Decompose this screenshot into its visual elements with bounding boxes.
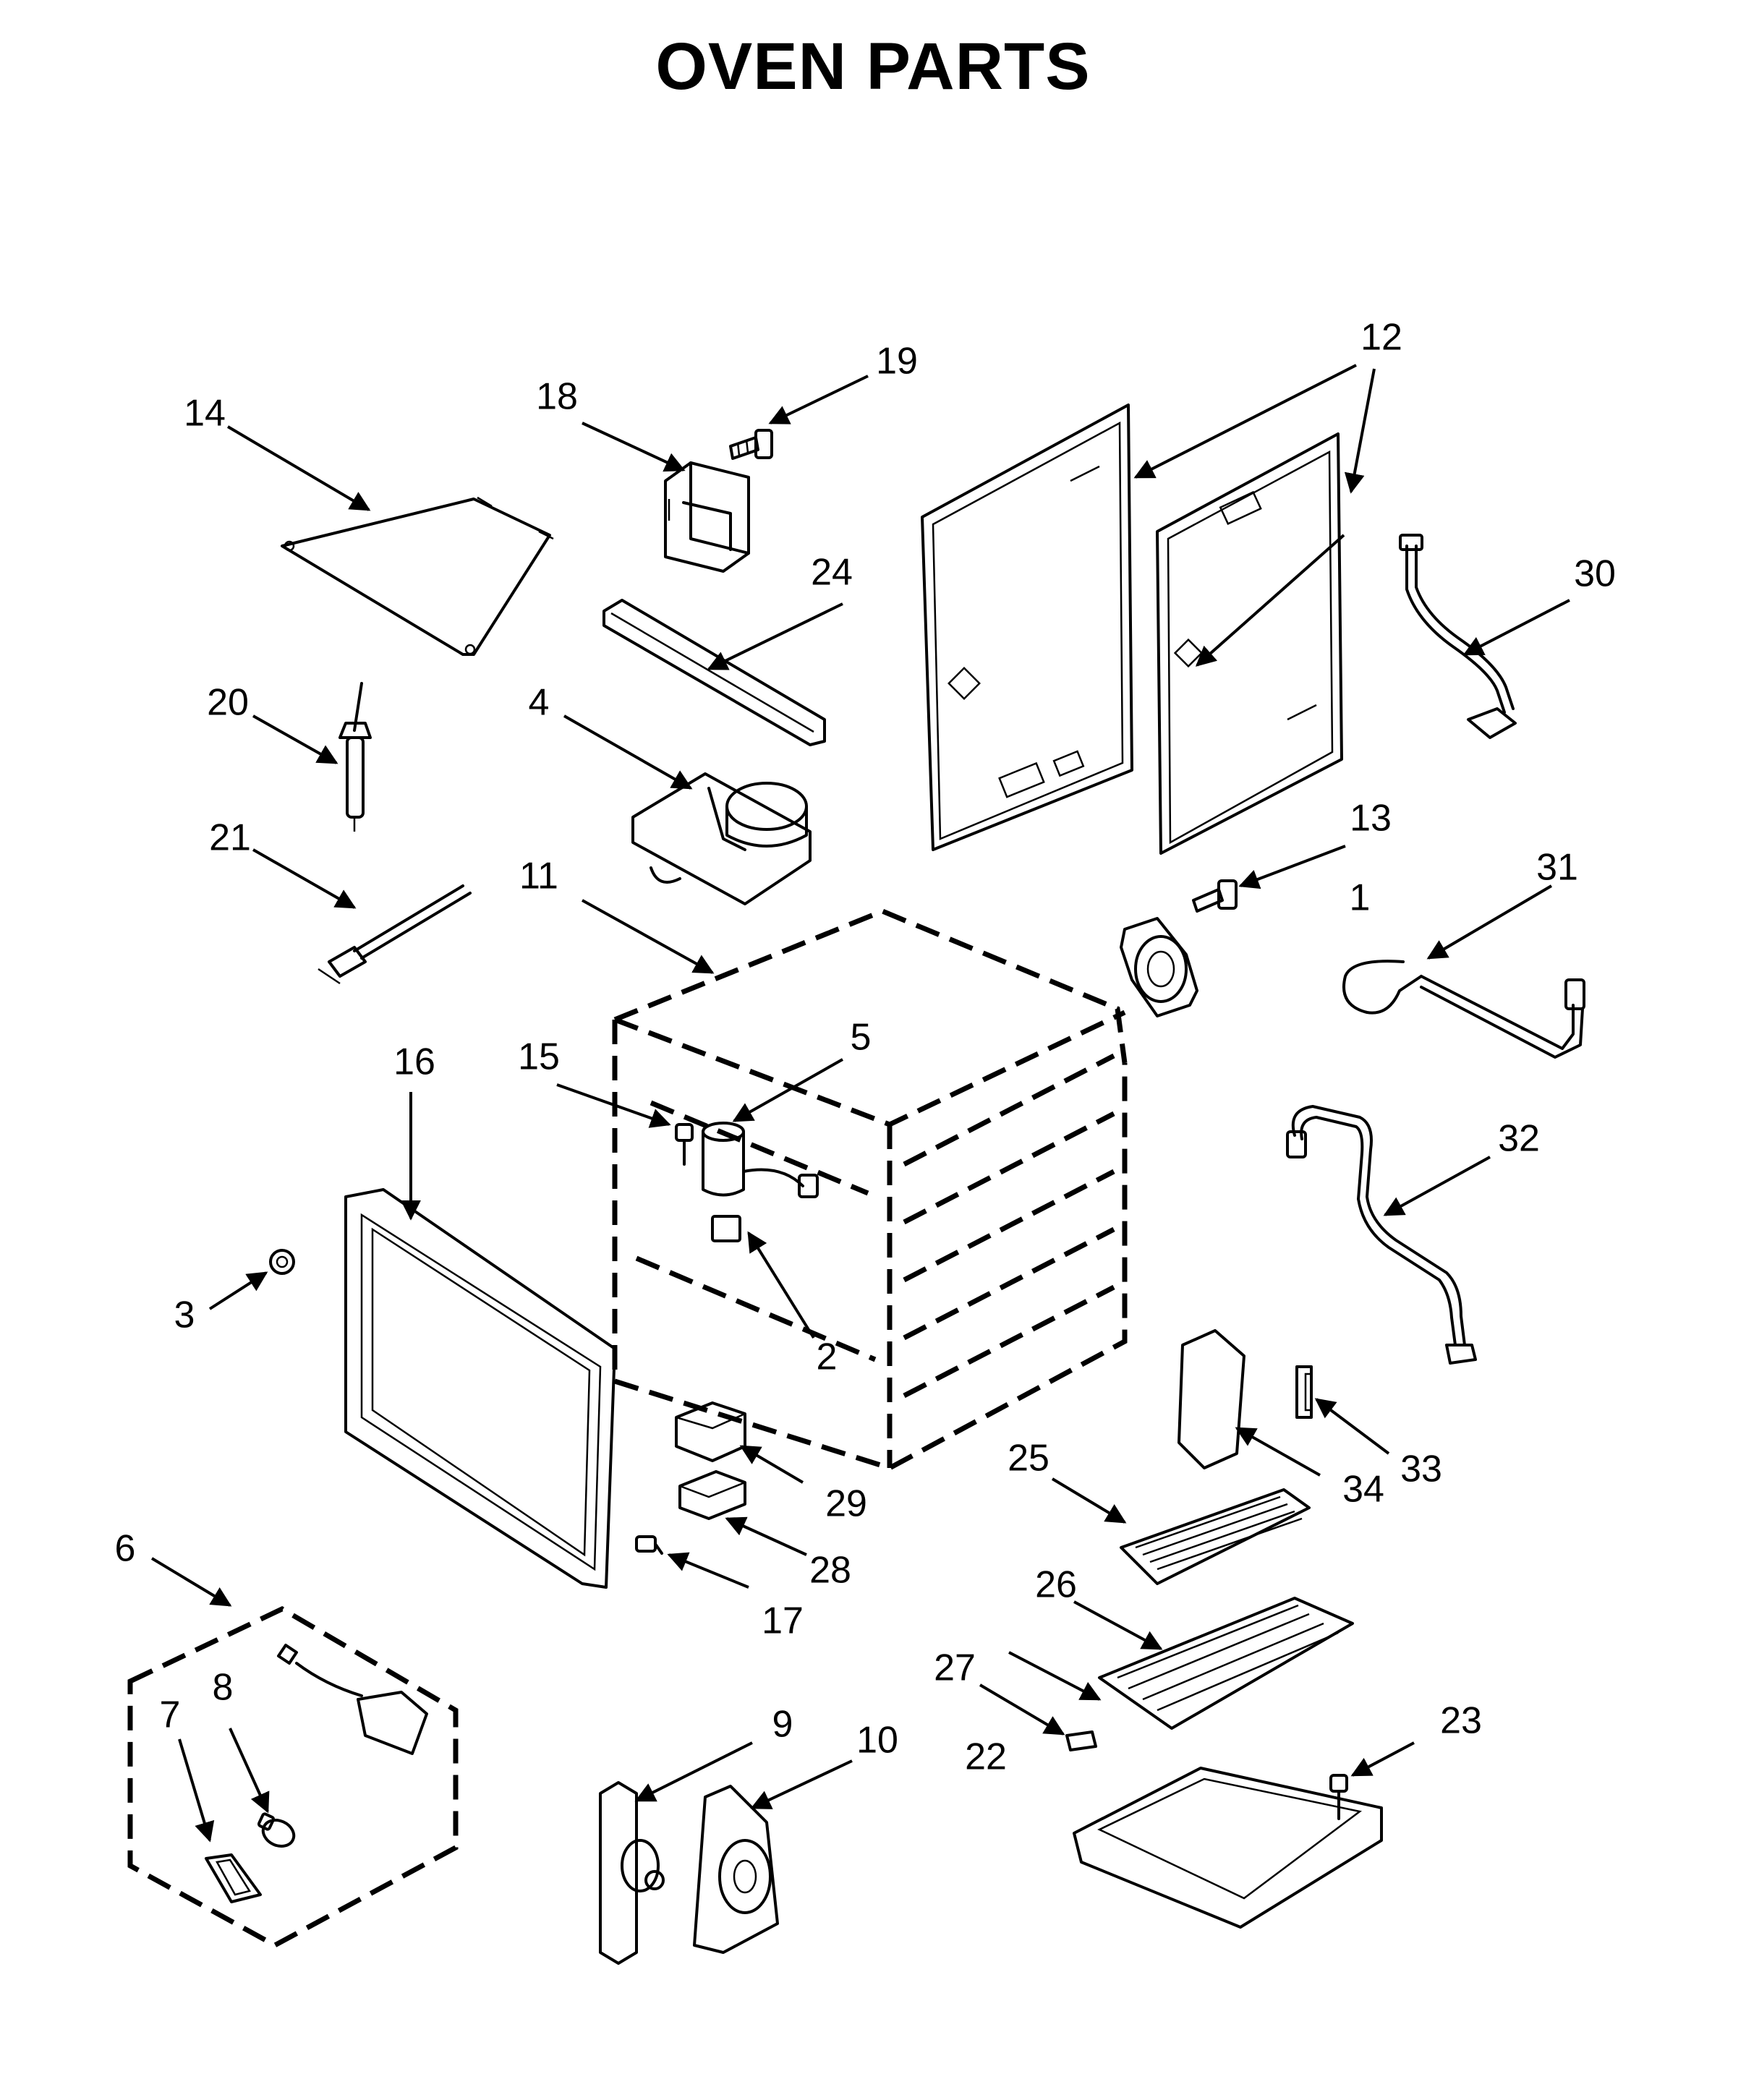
part-26-burner-grille — [1098, 1597, 1354, 1730]
callout-11: 11 — [519, 855, 558, 897]
part-3-knob — [269, 1249, 295, 1275]
part-29-bracket — [675, 1401, 746, 1462]
part-4-motor-assembly — [631, 772, 812, 905]
callout-14: 14 — [184, 393, 226, 435]
part-21-rod — [318, 884, 472, 985]
part-16-door-frame — [344, 1188, 616, 1589]
callout-4: 4 — [529, 682, 550, 724]
callout-12: 12 — [1360, 317, 1402, 359]
part-34-circuit-board — [1178, 1329, 1245, 1469]
part-28-block — [678, 1470, 746, 1520]
callout-5: 5 — [851, 1017, 872, 1059]
part-14-shield-plate — [281, 496, 554, 656]
callout-27: 27 — [934, 1647, 976, 1689]
callout-32: 32 — [1498, 1118, 1540, 1160]
callout-34: 34 — [1342, 1469, 1384, 1511]
part-20-igniter — [338, 682, 372, 832]
callout-8: 8 — [213, 1667, 234, 1709]
part-23-screw — [1329, 1774, 1348, 1820]
callout-28: 28 — [809, 1550, 851, 1592]
callout-22: 22 — [965, 1736, 1007, 1778]
callout-15: 15 — [518, 1036, 560, 1078]
part-13-screw — [1192, 879, 1238, 913]
part-19-screw — [729, 429, 773, 460]
callout-6: 6 — [115, 1528, 136, 1570]
leader-lines — [150, 364, 1570, 1843]
callout-24: 24 — [811, 552, 853, 594]
part-15-screw — [675, 1123, 694, 1166]
callout-29: 29 — [825, 1483, 867, 1525]
callout-20: 20 — [207, 682, 249, 724]
callout-2: 2 — [817, 1336, 838, 1378]
part-1-sensor-plate — [1120, 917, 1198, 1017]
part-25-burner-grille — [1120, 1488, 1311, 1585]
callout-21: 21 — [209, 817, 251, 859]
callout-9: 9 — [772, 1704, 793, 1746]
part-33-hinge — [1295, 1365, 1313, 1419]
part-32-gas-tube — [1286, 1105, 1477, 1365]
part-22-drip-tray — [1073, 1767, 1383, 1929]
part-18-bracket-box — [664, 461, 750, 573]
callout-23: 23 — [1440, 1700, 1482, 1742]
part-9-hinge — [599, 1781, 665, 1965]
part-17-screw — [635, 1535, 663, 1555]
part-31-gas-tube — [1342, 960, 1585, 1059]
part-12-side-panel-left — [921, 404, 1133, 851]
part-7-lens — [205, 1853, 262, 1903]
part-27-clip — [1065, 1730, 1097, 1751]
callout-31: 31 — [1536, 847, 1578, 889]
callout-labels: 1 2 3 4 5 6 7 8 9 10 11 12 13 14 15 16 1… — [115, 317, 1616, 1778]
part-6-light-assembly — [277, 1644, 428, 1755]
callout-3: 3 — [174, 1294, 195, 1336]
part-10-hinge — [693, 1785, 779, 1954]
callout-16: 16 — [393, 1041, 435, 1083]
callout-10: 10 — [856, 1720, 898, 1762]
callout-13: 13 — [1350, 798, 1392, 840]
callout-25: 25 — [1008, 1438, 1049, 1480]
callout-19: 19 — [876, 341, 918, 383]
callout-7: 7 — [160, 1694, 181, 1736]
page-title: OVEN PARTS — [655, 30, 1091, 103]
callout-1: 1 — [1350, 877, 1371, 919]
callout-17: 17 — [762, 1600, 804, 1642]
callout-33: 33 — [1400, 1448, 1442, 1490]
part-11-oven-cavity — [612, 908, 1128, 1471]
callout-18: 18 — [536, 376, 578, 418]
part-8-bulb — [257, 1812, 296, 1848]
part-5-cylinder-component — [702, 1122, 819, 1198]
part-12-side-panel-right — [1156, 432, 1343, 855]
part-2-bracket — [711, 1215, 741, 1242]
callout-30: 30 — [1574, 553, 1616, 595]
part-30-gas-tube — [1399, 534, 1517, 739]
part-24-rail — [602, 599, 826, 746]
callout-26: 26 — [1035, 1564, 1077, 1606]
part-6-kit-outline — [127, 1606, 459, 1948]
